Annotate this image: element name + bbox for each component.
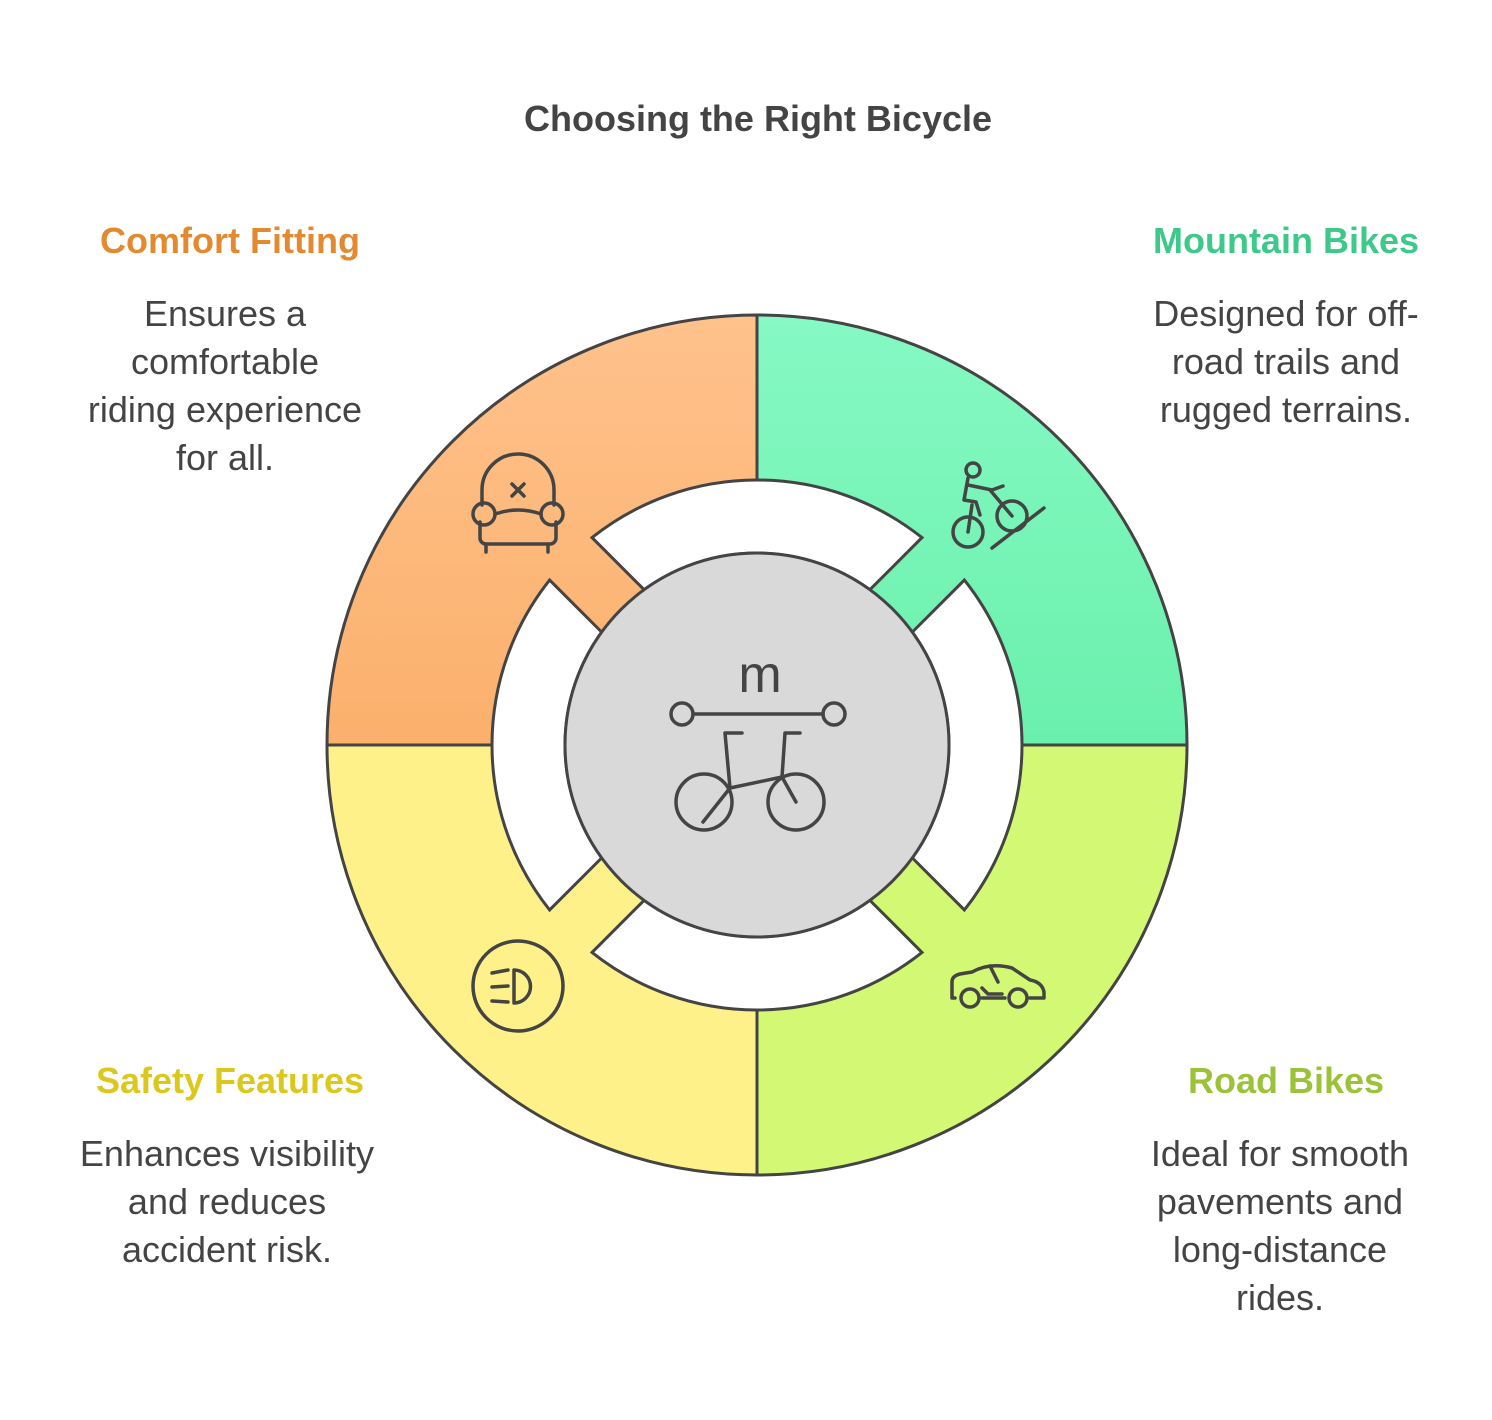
segment-title-mountain: Mountain Bikes: [1152, 220, 1420, 261]
desc-line: rugged terrains.: [1159, 389, 1413, 430]
segment-title-safety: Safety Features: [95, 1060, 365, 1101]
desc-line: pavements and: [1156, 1181, 1404, 1222]
desc-line: Designed for off-: [1153, 293, 1419, 334]
segment-title-road: Road Bikes: [1187, 1060, 1385, 1101]
segment-description-safety: Enhances visibility and reduces accident…: [47, 1130, 407, 1274]
mountain-biker-icon: [951, 461, 1046, 550]
segment-title-comfort: Comfort Fitting: [100, 220, 360, 261]
segment-description-mountain: Designed for off- road trails and rugged…: [1106, 290, 1466, 434]
desc-line: comfortable: [130, 341, 320, 382]
desc-line: for all.: [175, 437, 275, 478]
diagram-title: Choosing the Right Bicycle: [523, 98, 993, 139]
desc-line: Enhances visibility: [79, 1133, 375, 1174]
headlight-icon: [471, 939, 565, 1033]
center-unit-label: m: [738, 646, 781, 704]
segment-description-comfort: Ensures a comfortable riding experience …: [45, 290, 405, 482]
desc-line: riding experience: [87, 389, 363, 430]
desc-line: Ensures a: [143, 293, 307, 334]
armchair-icon: [471, 452, 565, 554]
desc-line: rides.: [1235, 1277, 1325, 1318]
car-icon: [950, 964, 1046, 1009]
bicycle-measurement-icon: [669, 701, 847, 832]
desc-line: and reduces: [127, 1181, 327, 1222]
desc-line: accident risk.: [121, 1229, 333, 1270]
desc-line: Ideal for smooth: [1150, 1133, 1410, 1174]
segment-description-road: Ideal for smooth pavements and long-dist…: [1100, 1130, 1460, 1322]
desc-line: long-distance: [1172, 1229, 1388, 1270]
center-circle: [563, 551, 951, 939]
desc-line: road trails and: [1171, 341, 1401, 382]
